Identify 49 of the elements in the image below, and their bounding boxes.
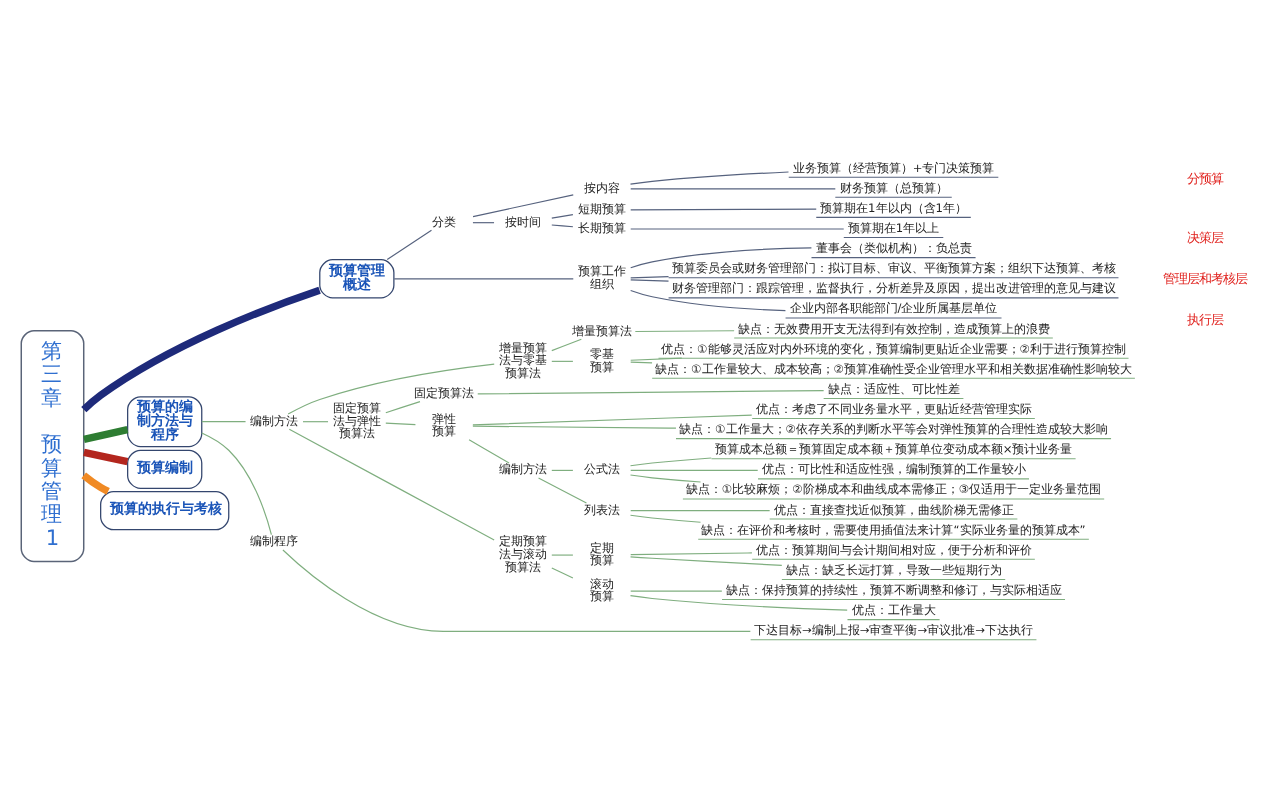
connector [385,422,416,426]
connector [302,421,329,423]
connector [629,171,790,185]
connector [630,361,653,364]
connector [201,421,247,423]
connector [551,554,574,556]
connector [472,194,574,218]
connector [551,360,574,362]
connector [551,224,574,228]
connector [83,426,129,443]
connector [81,472,110,495]
connector [630,247,812,269]
connector [630,510,771,512]
connector [472,425,677,429]
connector [630,357,683,361]
connector [472,222,495,224]
connector [386,229,433,261]
node-box: 第三章预算管理1 [20,329,85,563]
connector [629,556,783,566]
connector [83,448,129,466]
connector [393,278,574,280]
connector [468,439,510,464]
connector [629,514,702,523]
connector [551,214,574,219]
connector [537,477,588,504]
connector [551,338,582,352]
connector [477,390,825,395]
connector [287,363,495,415]
connector [551,469,574,471]
connector [630,208,817,211]
connector [201,432,272,536]
connector [634,330,735,333]
connector [472,414,753,426]
connector [385,401,421,414]
connector [630,469,759,471]
connector [551,567,574,579]
connector [630,590,723,592]
connector [282,549,751,632]
connector [630,552,753,556]
connector [630,228,845,230]
connector [288,428,495,541]
connector [630,188,836,190]
connector [630,279,670,282]
connector [629,595,848,611]
connector [630,276,670,279]
connector [629,457,712,467]
connector [630,289,787,312]
connector [629,474,702,483]
connector [81,286,321,413]
